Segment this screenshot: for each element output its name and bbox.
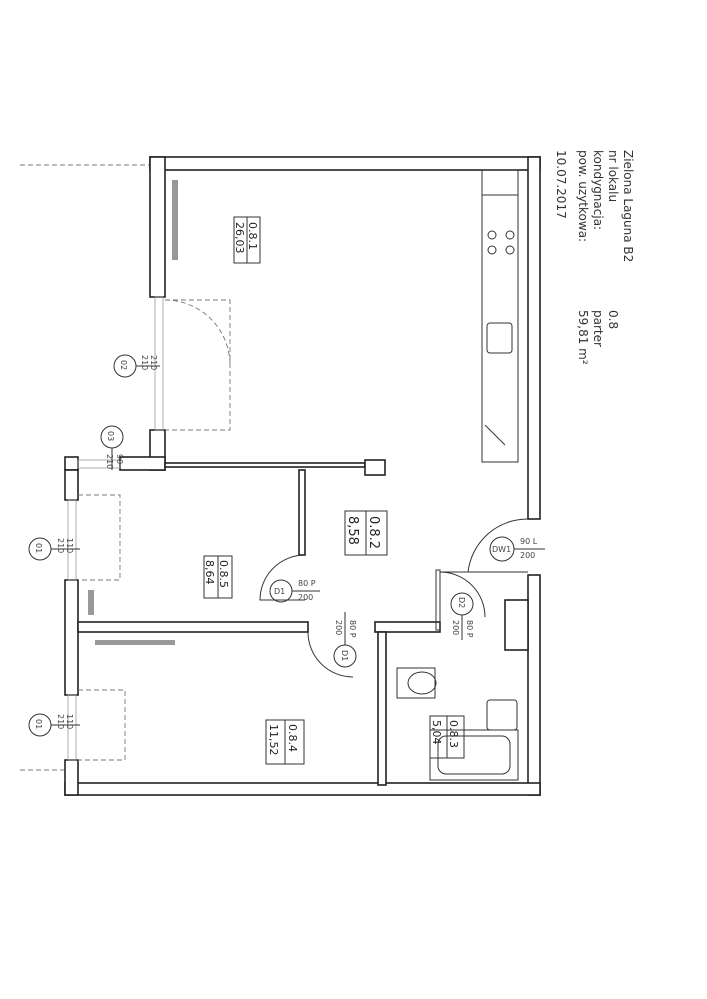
label-text: 0.8.3 (447, 720, 460, 748)
info-block: Zielona Laguna B2 nr lokalu 0.8 kondygna… (554, 150, 635, 365)
door-tag-d1-upper: D1 80 P 200 (269, 579, 320, 603)
window-tag-01-lower: 01 110 210 (28, 713, 80, 737)
label-text: 8,58 (345, 516, 360, 545)
label-text: 0.8.5 (217, 560, 230, 588)
window-tag-01-upper: 01 110 210 (28, 537, 80, 561)
label-text: 5,04 (430, 720, 443, 745)
label-text: 110 (65, 538, 74, 553)
washbasin-icon (486, 699, 518, 731)
label-text: D1 (340, 650, 349, 661)
floor-value: parter (591, 310, 605, 347)
toilet-icon (407, 671, 437, 695)
date: 10.07.2017 (554, 150, 568, 219)
room-label-0-8-5: 0.8.5 8,64 (203, 555, 233, 599)
toilet-cistern (396, 667, 436, 699)
room-label-0-8-4: 0.8.4 11,52 (265, 719, 305, 765)
stove-burner-icon (487, 230, 497, 240)
label-text: 80 P (465, 620, 474, 638)
stove-burner-icon (487, 245, 497, 255)
window-tag-02: 02 210 210 (113, 354, 160, 378)
windows (67, 180, 178, 761)
label-text: 01 (34, 719, 43, 729)
door-tag-d2: D2 80 P 200 (450, 592, 474, 640)
label-text: 200 (334, 620, 343, 635)
window-tag-03: 03 90 210 (100, 425, 124, 470)
label-text: 01 (34, 543, 43, 553)
label-text: 210 (105, 454, 114, 469)
door-swings (78, 299, 529, 761)
room-label-0-8-3: 0.8.3 5,04 (429, 715, 465, 759)
label-text: 90 (115, 454, 124, 464)
area-value: 59,81 m² (576, 310, 590, 365)
label-text: 200 (298, 593, 313, 602)
label-text: 11,52 (267, 724, 280, 756)
label-text: 80 P (348, 620, 357, 638)
label-text: 0.8.1 (246, 222, 259, 250)
label-text: D2 (457, 597, 466, 608)
floor-label: kondygnacja: (591, 150, 605, 230)
kitchen-counter (481, 169, 519, 463)
label-text: D1 (274, 587, 285, 596)
door-tag-dw1: DW1 90 L 200 (489, 536, 545, 562)
room-label-0-8-1: 0.8.1 26,03 (233, 216, 261, 264)
project-name: Zielona Laguna B2 (621, 150, 635, 262)
label-text: 0.8.2 (366, 516, 381, 549)
stove-burner-icon (505, 245, 515, 255)
sink-icon (486, 322, 513, 354)
unit-label: nr lokalu (606, 150, 620, 202)
label-text: 8,64 (203, 560, 216, 585)
label-text: 02 (119, 360, 128, 370)
label-text: 210 (149, 355, 158, 370)
label-text: 90 L (520, 537, 538, 546)
unit-value: 0.8 (606, 310, 620, 329)
area-label: pow. uzytkowa: (576, 150, 590, 242)
label-text: 0.8.4 (286, 724, 299, 752)
door-tag-d1-lower: D1 80 P 200 (333, 612, 357, 668)
label-text: 110 (65, 714, 74, 729)
label-text: 80 P (298, 579, 316, 588)
label-text: 210 (56, 714, 65, 729)
walls (64, 156, 541, 796)
stove-burner-icon (505, 230, 515, 240)
label-text: 03 (106, 431, 115, 441)
label-text: 210 (56, 538, 65, 553)
label-text: 200 (451, 620, 460, 635)
room-label-0-8-2: 0.8.2 8,58 (344, 510, 388, 556)
label-text: 26,03 (233, 222, 246, 254)
label-text: DW1 (492, 545, 511, 554)
label-text: 200 (520, 551, 535, 560)
label-text: 210 (140, 355, 149, 370)
